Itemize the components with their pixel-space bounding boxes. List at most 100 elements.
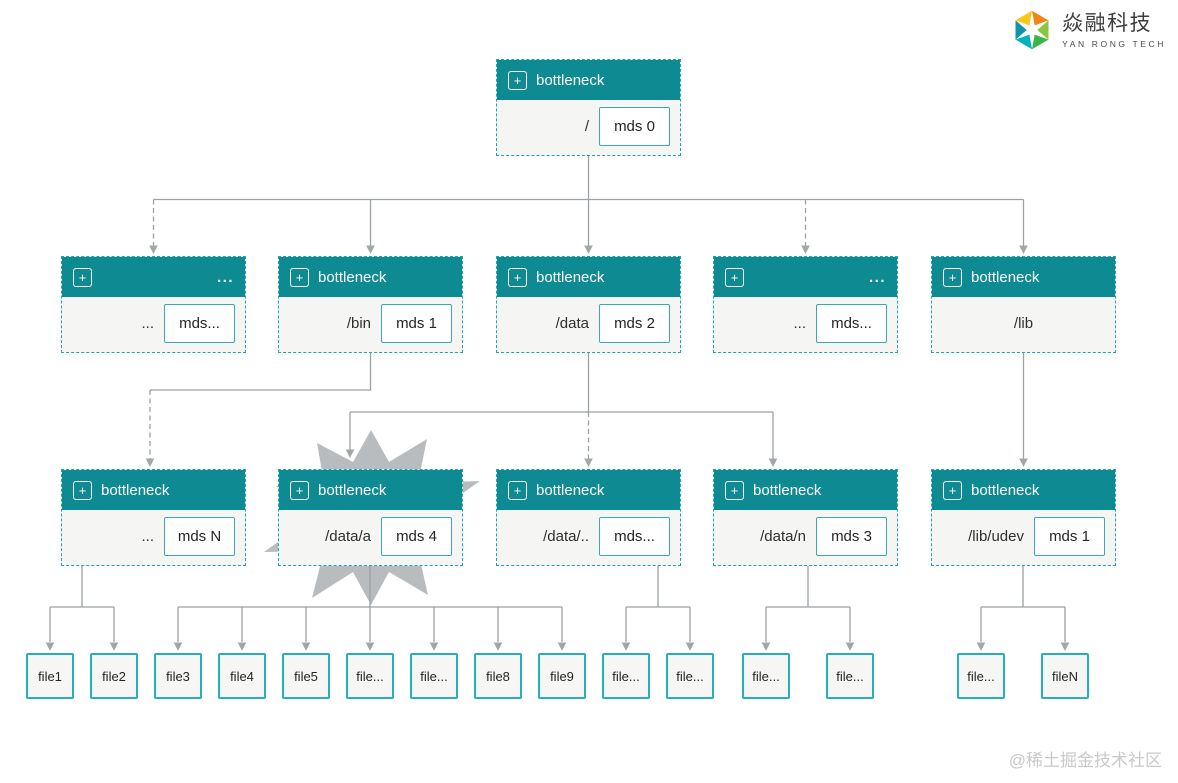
mds-box: mds 3 <box>816 517 887 556</box>
arrowhead-icon <box>109 642 119 651</box>
arrowhead-icon <box>149 245 158 254</box>
file-box-6: file... <box>410 653 458 699</box>
plus-icon[interactable]: + <box>943 267 962 287</box>
arrowhead-icon <box>685 642 695 651</box>
mds-box: mds 4 <box>381 517 452 556</box>
tree-node-l2-0: + bottleneck ...mds N <box>61 469 246 566</box>
node-body: / mds 0 <box>497 100 680 153</box>
node-path: ... <box>141 315 154 332</box>
mds-box: mds 0 <box>599 107 670 146</box>
plus-icon[interactable]: + <box>725 480 744 500</box>
plus-icon[interactable]: + <box>73 267 92 287</box>
tree-node-root: + bottleneck / mds 0 <box>496 59 681 156</box>
node-title: bottleneck <box>536 481 605 499</box>
tree-node-l2-2: +bottleneck/data/..mds... <box>496 469 681 566</box>
node-title: bottleneck <box>536 71 605 89</box>
file-box-4: file5 <box>282 653 330 699</box>
tree-node-l2-4: + bottleneck/lib/udev mds 1 <box>931 469 1116 566</box>
plus-icon[interactable]: + <box>290 480 309 500</box>
node-header: +... <box>62 257 245 297</box>
node-title: bottleneck <box>101 481 170 499</box>
mds-box: mds N <box>164 517 235 556</box>
arrowhead-icon <box>1019 245 1028 254</box>
node-title: bottleneck <box>971 268 1040 286</box>
file-box-8: file9 <box>538 653 586 699</box>
arrowhead-icon <box>584 245 593 254</box>
plus-icon[interactable]: + <box>508 267 527 287</box>
node-path: /lib/udev <box>968 528 1024 545</box>
file-box-5: file... <box>346 653 394 699</box>
arrowhead-icon <box>1019 458 1028 467</box>
tree-node-l2-1: + bottleneck/data/a mds 4 <box>278 469 463 566</box>
arrowhead-icon <box>366 245 375 254</box>
arrowhead-icon <box>145 458 155 467</box>
file-box-10: file... <box>666 653 714 699</box>
file-box-12: file... <box>826 653 874 699</box>
plus-icon[interactable]: + <box>943 480 962 500</box>
brand-name-en: YAN RONG TECH <box>1062 38 1166 49</box>
file-box-1: file2 <box>90 653 138 699</box>
connector-line <box>150 352 372 391</box>
node-header: + bottleneck <box>62 470 245 510</box>
node-body: ...mds N <box>62 510 245 563</box>
arrowhead-icon <box>557 642 567 651</box>
plus-icon[interactable]: + <box>725 267 744 287</box>
node-header: + bottleneck <box>279 470 462 510</box>
arrowhead-icon <box>1060 642 1070 651</box>
file-box-3: file4 <box>218 653 266 699</box>
node-title: bottleneck <box>318 481 387 499</box>
plus-icon[interactable]: + <box>290 267 309 287</box>
node-path: /data/a <box>325 528 371 545</box>
arrowhead-icon <box>45 642 55 651</box>
arrowhead-icon <box>621 642 631 651</box>
mds-box: mds 2 <box>599 304 670 343</box>
node-path: /lib <box>1013 315 1034 332</box>
node-header-dots: ... <box>868 268 886 286</box>
yanrong-logo-icon <box>1015 10 1049 50</box>
tree-node-l1-3: +...... mds... <box>713 256 898 353</box>
arrowhead-icon <box>345 449 355 458</box>
node-path: ... <box>793 315 806 332</box>
arrowhead-icon <box>801 245 810 254</box>
arrowhead-icon <box>976 642 986 651</box>
plus-icon[interactable]: + <box>73 480 92 500</box>
node-body: /lib <box>932 297 1115 350</box>
node-path: /data <box>555 315 589 332</box>
node-header: + bottleneck <box>497 257 680 297</box>
node-body: /data mds 2 <box>497 297 680 350</box>
arrowhead-icon <box>761 642 771 651</box>
node-body: ... mds... <box>714 297 897 350</box>
node-path: /bin <box>346 315 371 332</box>
file-box-2: file3 <box>154 653 202 699</box>
arrowhead-icon <box>493 642 503 651</box>
node-header: + bottleneck <box>714 470 897 510</box>
arrowhead-icon <box>429 642 439 651</box>
mds-box: mds 1 <box>1034 517 1105 556</box>
arrowhead-icon <box>845 642 855 651</box>
brand-name-cn: 焱融科技 <box>1062 12 1153 36</box>
node-header-dots: ... <box>216 268 234 286</box>
node-body: /lib/udev mds 1 <box>932 510 1115 563</box>
mds-box: mds... <box>816 304 887 343</box>
node-path: /data/.. <box>543 528 589 545</box>
node-header: + bottleneck <box>497 60 680 100</box>
arrowhead-icon <box>768 458 778 467</box>
tree-node-l1-4: + bottleneck/lib <box>931 256 1116 353</box>
node-header: +bottleneck <box>279 257 462 297</box>
plus-icon[interactable]: + <box>508 480 527 500</box>
node-title: bottleneck <box>971 481 1040 499</box>
node-title: bottleneck <box>753 481 822 499</box>
node-title: bottleneck <box>536 268 605 286</box>
tree-node-l1-0: +......mds... <box>61 256 246 353</box>
node-path: / <box>584 118 589 135</box>
plus-icon[interactable]: + <box>508 70 527 90</box>
arrowhead-icon <box>301 642 311 651</box>
arrowhead-icon <box>237 642 247 651</box>
file-box-11: file... <box>742 653 790 699</box>
node-header: + bottleneck <box>932 257 1115 297</box>
